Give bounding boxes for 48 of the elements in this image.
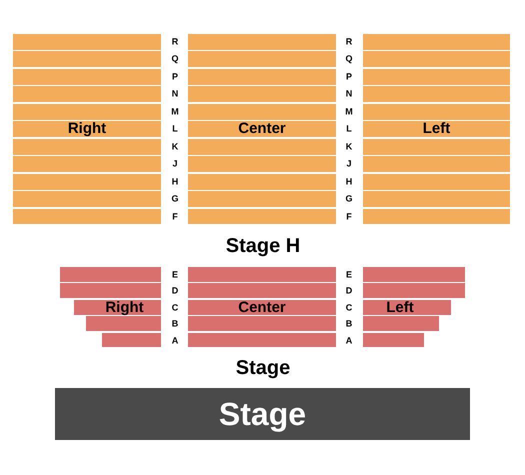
row-letter: K	[346, 142, 352, 152]
row-letter: E	[172, 270, 178, 280]
row-letter: B	[172, 320, 178, 329]
stage-label: Stage	[218, 398, 306, 430]
seating-section	[363, 34, 510, 226]
row-letter: L	[172, 124, 178, 134]
row-letter: B	[346, 320, 352, 329]
stage-block	[55, 388, 470, 440]
row-letter: J	[346, 160, 352, 169]
seating-section	[13, 34, 161, 226]
seating-section	[363, 267, 465, 349]
row-letter: N	[172, 90, 178, 99]
row-letter: M	[171, 107, 179, 116]
row-letter: L	[346, 124, 352, 134]
row-letter: R	[346, 38, 352, 46]
area-heading: Stage H	[226, 236, 300, 256]
row-letter: H	[172, 177, 178, 186]
section-name: Right	[68, 121, 106, 136]
row-letter: G	[346, 194, 352, 204]
seating-section	[60, 267, 161, 349]
section-name: Left	[386, 300, 414, 315]
seating-section	[188, 267, 336, 349]
section-name: Center	[238, 300, 286, 315]
row-letter: F	[346, 212, 352, 221]
row-letter: H	[346, 177, 352, 186]
row-letter: G	[172, 194, 178, 204]
row-letter: A	[346, 336, 352, 346]
area-heading: Stage	[236, 358, 290, 378]
row-letter: D	[172, 286, 178, 296]
section-name: Left	[422, 121, 450, 136]
row-letter: M	[345, 107, 353, 116]
row-letter: J	[172, 160, 178, 169]
row-letter: N	[346, 90, 352, 99]
section-name: Right	[105, 300, 144, 315]
row-letter: C	[346, 303, 352, 312]
row-letter: E	[346, 270, 352, 280]
row-letter: F	[172, 212, 178, 221]
row-letter: C	[172, 303, 178, 312]
section-name: Center	[238, 121, 286, 136]
row-letter: A	[172, 336, 178, 346]
seating-section	[188, 34, 336, 226]
row-letter: Q	[346, 54, 352, 64]
row-letter: P	[346, 72, 352, 82]
row-letter: D	[346, 286, 352, 296]
row-letter: Q	[172, 54, 178, 64]
row-letter: R	[172, 38, 178, 46]
row-letter: P	[172, 72, 178, 82]
row-letter: K	[172, 142, 178, 152]
